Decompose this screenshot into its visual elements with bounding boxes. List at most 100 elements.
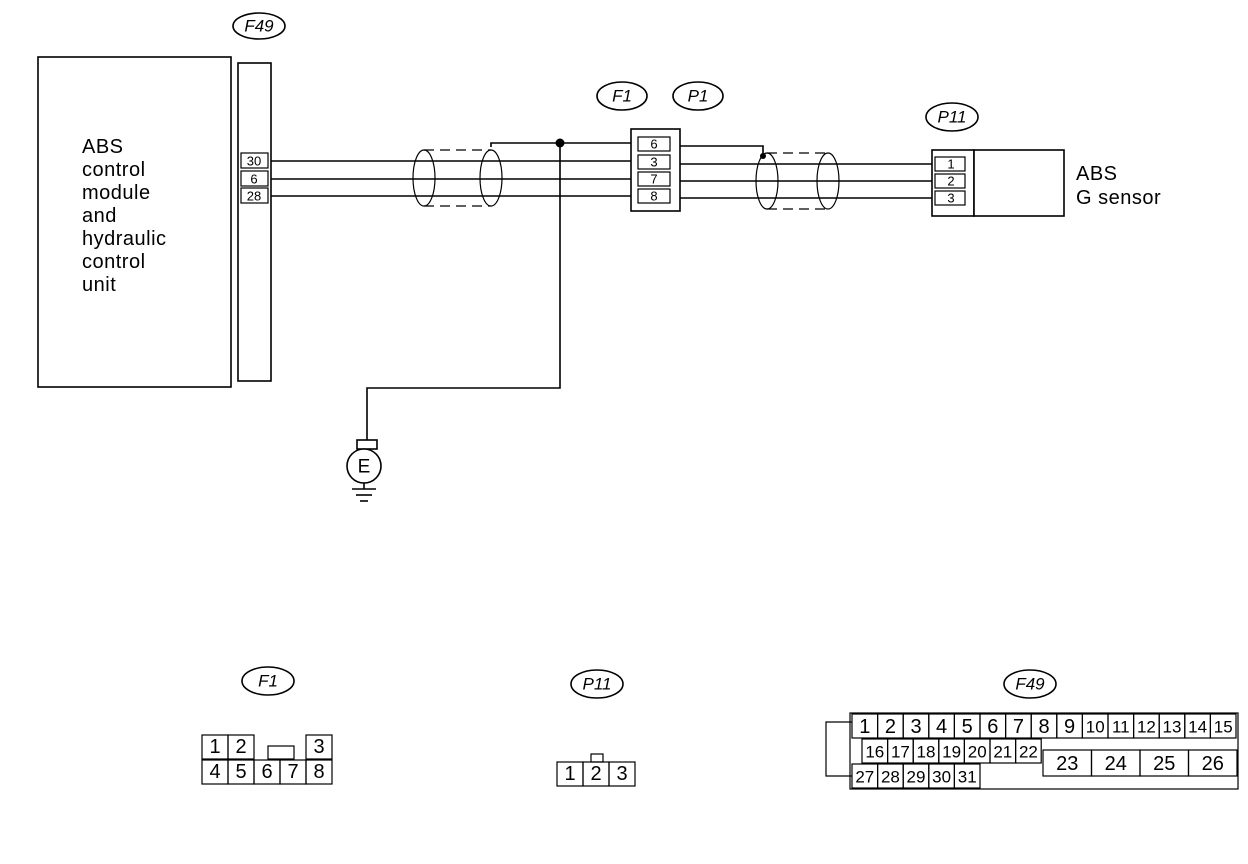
f1-p1-inline-connector: 6 3 7 8 [630,128,681,212]
inline-pin-box [637,171,671,187]
f49-face-cell-box [1014,738,1042,764]
f1-face-cell: 6 [261,761,272,783]
f1-face-title: F1 [258,672,278,691]
f49-face-cell: 25 [1153,753,1175,775]
f1-face-cell: 3 [313,736,324,758]
f49-face-cell: 10 [1086,718,1105,737]
f49-face-cell: 7 [1013,716,1024,738]
f49-face-cell: 11 [1112,718,1130,737]
g-sensor-box [973,149,1065,217]
abs-module-label-line7: unit [82,274,116,296]
f49-face-cell: 27 [855,768,874,787]
f1-tag-label: F1 [612,87,632,106]
f49-pin-box [240,170,269,187]
shield-drain-right [671,145,764,157]
f49-face-cell: 15 [1214,718,1233,737]
f1-face-cell: 4 [209,761,220,783]
g-sensor-label-line1: ABS [1076,163,1118,185]
abs-g-sensor: 1 2 3 ABS G sensor [931,149,1161,217]
f49-face-cell: 30 [932,768,951,787]
f49-strip-body [237,62,272,382]
f49-face-latch [825,721,852,777]
g-sensor-label-line2: G sensor [1076,187,1161,209]
p11-face-cell: 2 [590,763,601,785]
f49-connector-strip: 30 6 28 [237,62,272,382]
f49-face-cell: 1 [859,716,870,738]
f49-pin-label: 6 [250,172,257,187]
inline-connector-body [630,128,681,212]
f49-face-cell: 13 [1163,718,1182,737]
f49-face-cell: 18 [917,743,936,762]
p11-pin-box [934,190,966,206]
p11-tag: P11 [925,102,979,132]
f49-face-cell: 12 [1137,718,1156,737]
shield-left [412,149,503,207]
f49-pin-box [240,187,269,204]
f1-face-cell: 2 [235,736,246,758]
f1-tag: F1 [596,81,648,111]
f49-face-cell-box [1209,713,1237,739]
inline-pin-label: 6 [650,137,657,152]
inline-pin-label: 8 [650,189,657,204]
f49-face-cell: 24 [1105,753,1127,775]
f49-face-cell: 17 [891,743,910,762]
inline-pin-box [637,154,671,170]
shield-right [755,152,840,210]
abs-module-box [37,56,232,388]
f49-face-cell: 3 [910,716,921,738]
p11-face-title: P11 [583,675,612,694]
f1-face-cell: 8 [313,761,324,783]
f1-face-latch [267,745,295,760]
inline-pin-label: 3 [650,155,657,170]
ground-terminal [356,439,378,450]
f1-face-cell: 5 [235,761,246,783]
f49-face-cell: 2 [885,716,896,738]
f49-face-cell: 14 [1188,718,1207,737]
ground-wire [366,143,561,440]
f49-face-cell: 9 [1064,716,1075,738]
f49-face-cell: 5 [962,716,973,738]
p11-pin-box [934,173,966,189]
inline-pin-box [637,136,671,152]
p11-face-cell: 1 [564,763,575,785]
f49-face-cell: 16 [865,743,884,762]
f49-pin-label: 30 [247,154,261,169]
p11-pin-label: 1 [947,157,954,172]
p11-face-cell: 3 [616,763,627,785]
inline-pin-box [637,188,671,204]
wires [271,138,940,440]
abs-control-module: ABS control module and hydraulic control… [37,56,232,388]
f49-face-cell: 20 [968,743,987,762]
p11-face-latch [590,753,604,763]
ground-label: E [358,457,371,478]
f49-pin-label: 28 [247,189,261,204]
f49-tag-label: F49 [244,17,274,36]
p11-pin-label: 2 [947,174,954,189]
f1-face-cell: 1 [209,736,220,758]
p1-tag-label: P1 [688,87,709,106]
f49-face-cell: 26 [1202,753,1224,775]
f1-face-view: F1 1 2 3 4 5 6 7 8 [201,666,333,785]
abs-module-label-line3: module [82,182,151,204]
abs-module-label-line2: control [82,159,146,181]
f49-face-cell: 19 [942,743,961,762]
abs-module-label-line5: hydraulic [82,228,167,250]
f49-face-cell: 28 [881,768,900,787]
p11-tag-label: P11 [938,108,967,127]
p11-pin-box [934,156,966,172]
f49-face-cell-box [1187,749,1238,777]
f1-face-cell: 7 [287,761,298,783]
f49-face-cell: 31 [958,768,977,787]
abs-module-label-line6: control [82,251,146,273]
p11-face-view: P11 1 2 3 [556,669,636,787]
abs-module-label-line4: and [82,205,117,227]
f49-face-frame [849,712,1239,790]
f49-face-cell: 4 [936,716,947,738]
f49-pin-box [240,152,269,169]
f49-tag: F49 [232,12,286,40]
f49-face-cell: 23 [1056,753,1078,775]
f49-face-cell: 8 [1038,716,1049,738]
f49-face-cell: 21 [993,743,1012,762]
f49-face-cell-box [953,763,981,789]
